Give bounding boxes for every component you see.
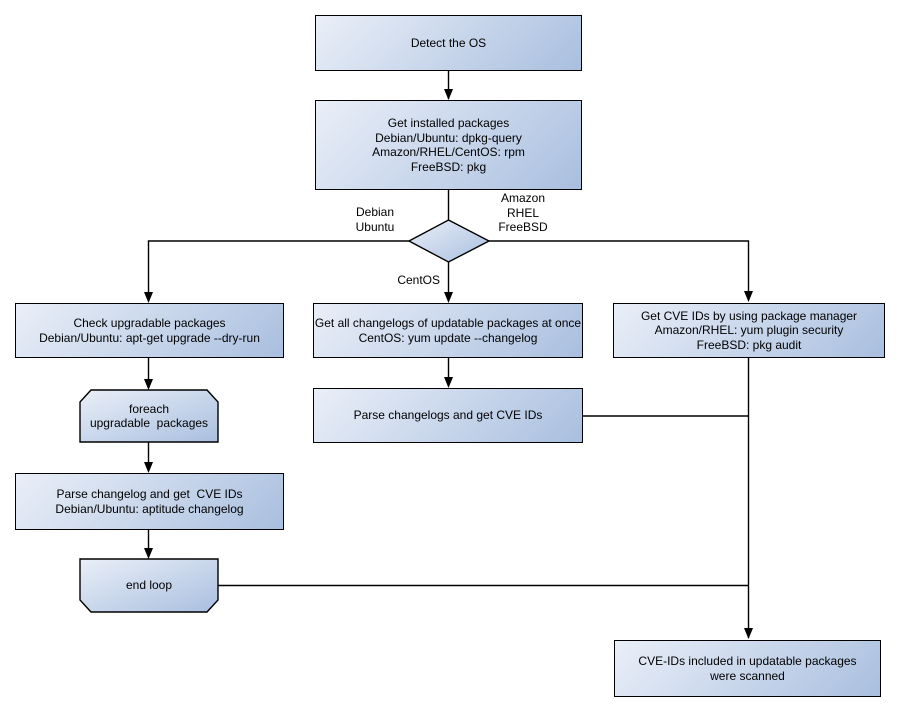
arrowhead-into-parse-changelogs: [444, 377, 453, 388]
arrowhead-into-get-changelogs: [444, 292, 453, 303]
arrowhead-into-foreach: [144, 379, 153, 390]
node-get-all-changelogs: Get all changelogs of updatable packages…: [313, 303, 583, 358]
arrowhead-into-parse-changelog: [144, 462, 153, 473]
loop-start-shape: [79, 389, 219, 443]
arrowhead-into-check-upgradable: [144, 292, 153, 303]
arrowhead-into-result: [744, 628, 753, 639]
arrowhead-into-install: [444, 89, 453, 100]
node-result-scanned: CVE-IDs included in updatable packages w…: [614, 640, 881, 697]
node-get-installed-packages: Get installed packages Debian/Ubuntu: dp…: [315, 100, 582, 190]
arrowhead-into-endloop: [144, 548, 153, 559]
decision-diamond-os: [407, 219, 491, 263]
node-parse-changelogs: Parse changelogs and get CVE IDs: [313, 388, 583, 443]
node-check-upgradable-packages: Check upgradable packages Debian/Ubuntu:…: [15, 303, 284, 358]
loop-end-shape: [79, 558, 219, 613]
edge-decision-to-get-cve: [489, 240, 750, 300]
node-parse-changelog-debian: Parse changelog and get CVE IDs Debian/U…: [15, 473, 284, 530]
edge-decision-to-check-upgradable: [147, 240, 409, 301]
edge-label-debian-ubuntu: Debian Ubuntu: [355, 205, 395, 234]
node-get-cve-package-manager: Get CVE IDs by using package manager Ama…: [613, 303, 885, 358]
node-detect-os: Detect the OS: [315, 15, 582, 71]
edge-label-centos: CentOS: [397, 273, 440, 287]
arrowhead-into-get-cve: [744, 291, 753, 302]
edge-label-amazon-rhel-freebsd: Amazon RHEL FreeBSD: [498, 191, 548, 234]
